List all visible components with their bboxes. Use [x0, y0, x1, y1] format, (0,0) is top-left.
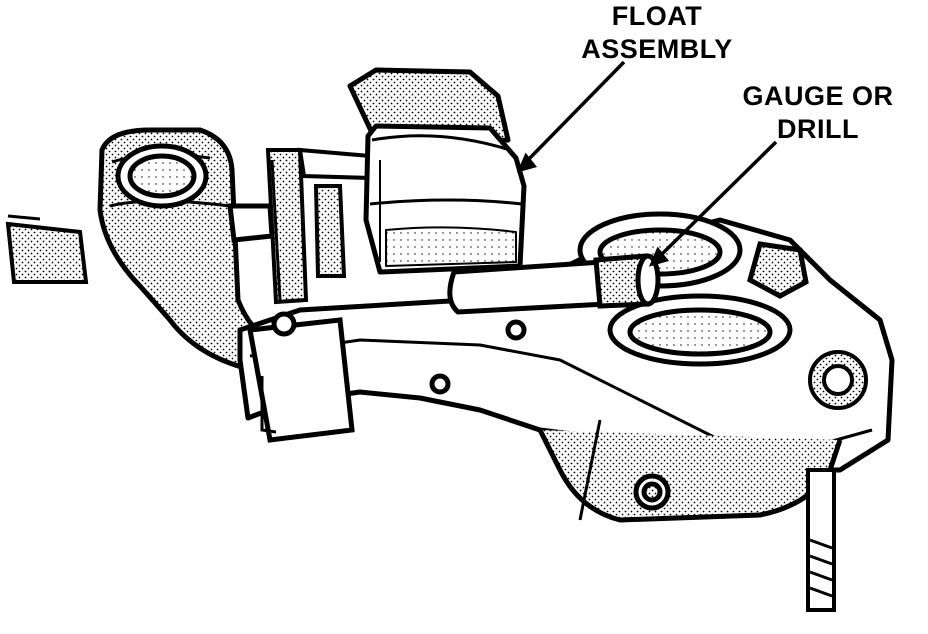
- gauge-or-drill-label-line-2: DRILL: [777, 114, 859, 144]
- float-assembly: [347, 67, 527, 275]
- mounting-bolt: [806, 350, 868, 612]
- left-flange: [247, 311, 527, 443]
- gauge-or-drill: [447, 253, 661, 315]
- fuel-inlet-tube: [5, 214, 89, 284]
- gauge-or-drill-label: GAUGE OR DRILL: [728, 80, 908, 146]
- throttle-body: [537, 419, 843, 523]
- callout-arrow-gauge: [648, 140, 778, 267]
- gauge-or-drill-label-line-1: GAUGE OR: [742, 81, 894, 111]
- float-bracket: [265, 147, 375, 305]
- callout-arrow-float: [516, 60, 626, 173]
- float-assembly-label-line-1: FLOAT: [611, 1, 703, 31]
- float-assembly-label-line-2: ASSEMBLY: [581, 34, 733, 64]
- float-assembly-label: FLOAT ASSEMBLY: [572, 0, 742, 66]
